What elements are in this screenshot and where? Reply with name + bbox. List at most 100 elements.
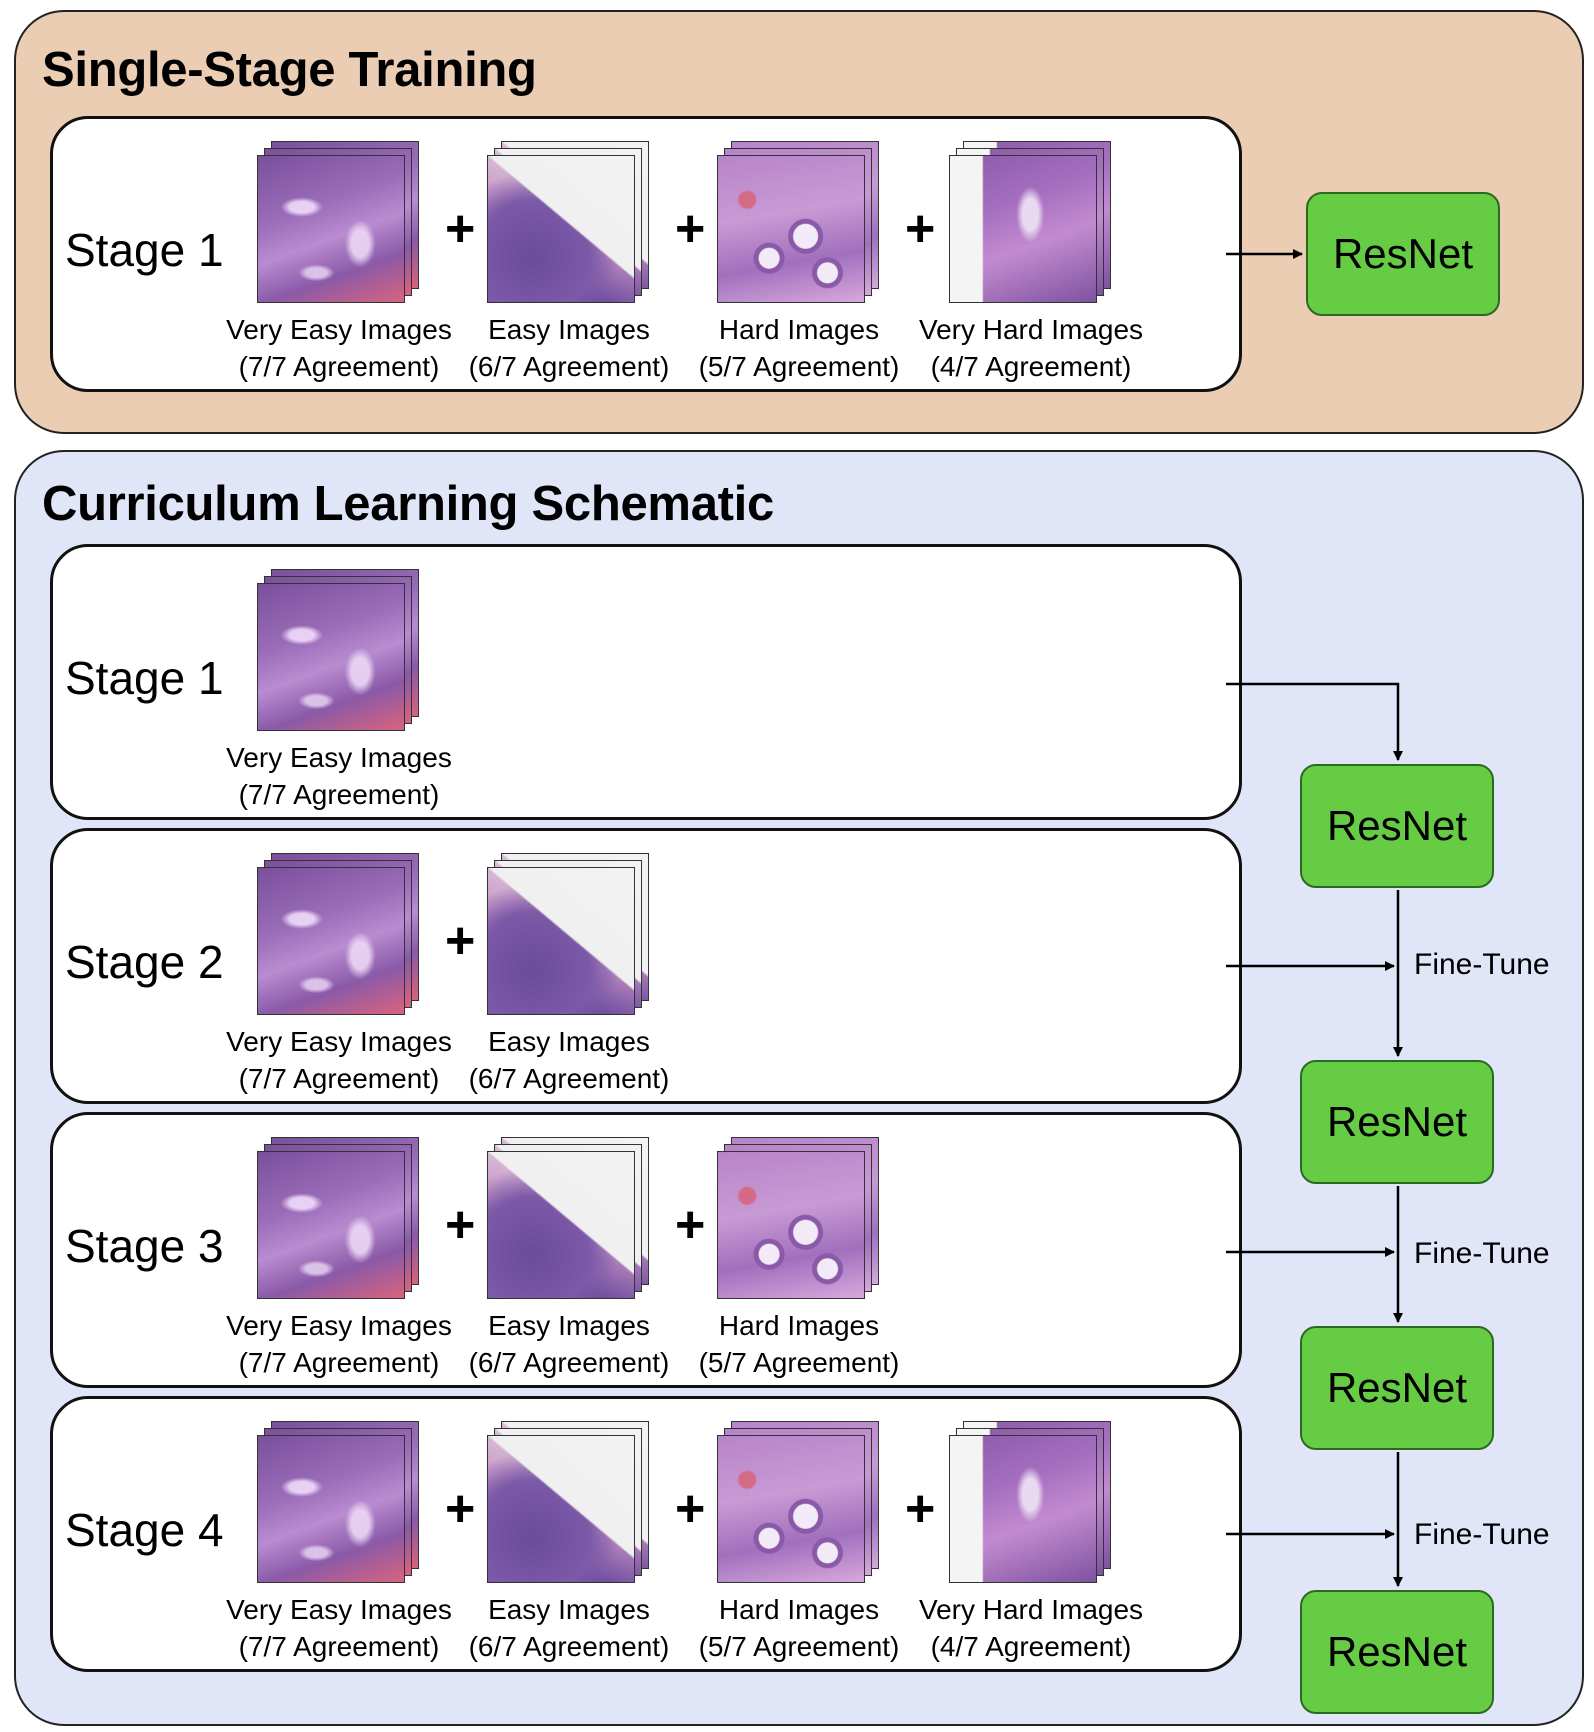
- stage-label: Stage 1: [65, 652, 224, 704]
- caption-agreement: (6/7 Agreement): [468, 1631, 670, 1662]
- image-stack: [949, 141, 1111, 303]
- tissue-image: [257, 867, 405, 1015]
- stage-label: Stage 4: [65, 1504, 224, 1556]
- image-caption: Very Easy Images (7/7 Agreement): [219, 311, 459, 385]
- resnet-model-box-4: ResNet: [1300, 1590, 1494, 1714]
- tissue-image: [949, 1435, 1097, 1583]
- image-stack: [487, 853, 649, 1015]
- caption-name: Hard Images: [718, 314, 880, 345]
- caption-name: Very Easy Images: [226, 742, 452, 773]
- panel-title: Single-Stage Training: [42, 43, 537, 97]
- resnet-model-box-2: ResNet: [1300, 1060, 1494, 1184]
- image-caption: Very Easy Images (7/7 Agreement): [219, 739, 459, 813]
- stage-label: Stage 1: [65, 224, 224, 276]
- image-group-very-easy: Very Easy Images (7/7 Agreement): [219, 1421, 459, 1662]
- image-group-easy: Easy Images (6/7 Agreement): [449, 141, 689, 382]
- tissue-image: [487, 867, 635, 1015]
- image-stack: [949, 1421, 1111, 1583]
- caption-agreement: (7/7 Agreement): [238, 1631, 440, 1662]
- plus-sign: +: [445, 1196, 476, 1254]
- tissue-image: [487, 1151, 635, 1299]
- image-stack: [257, 1421, 419, 1583]
- plus-sign: +: [445, 200, 476, 258]
- image-stack: [717, 1421, 879, 1583]
- image-group-hard: Hard Images (5/7 Agreement): [679, 1421, 919, 1662]
- image-group-very-hard: Very Hard Images (4/7 Agreement): [911, 141, 1151, 382]
- fine-tune-label: Fine-Tune: [1414, 1237, 1550, 1270]
- caption-name: Very Easy Images: [226, 1594, 452, 1625]
- plus-sign: +: [675, 1196, 706, 1254]
- image-stack: [487, 141, 649, 303]
- caption-agreement: (5/7 Agreement): [698, 1347, 900, 1378]
- caption-agreement: (6/7 Agreement): [468, 1063, 670, 1094]
- image-caption: Hard Images (5/7 Agreement): [679, 311, 919, 385]
- tissue-image: [949, 155, 1097, 303]
- tissue-image: [717, 1151, 865, 1299]
- tissue-image: [257, 583, 405, 731]
- caption-name: Easy Images: [488, 314, 650, 345]
- caption-agreement: (6/7 Agreement): [468, 351, 670, 382]
- caption-agreement: (5/7 Agreement): [698, 351, 900, 382]
- caption-agreement: (7/7 Agreement): [238, 351, 440, 382]
- image-caption: Easy Images (6/7 Agreement): [449, 1307, 689, 1381]
- caption-agreement: (7/7 Agreement): [238, 1063, 440, 1094]
- curriculum-panel: Curriculum Learning Schematic Stage 1 Ve…: [14, 450, 1584, 1726]
- image-caption: Easy Images (6/7 Agreement): [449, 1591, 689, 1665]
- tissue-image: [717, 1435, 865, 1583]
- image-stack: [487, 1137, 649, 1299]
- image-stack: [257, 853, 419, 1015]
- image-caption: Very Hard Images (4/7 Agreement): [911, 1591, 1151, 1665]
- plus-sign: +: [905, 1480, 936, 1538]
- resnet-model-box: ResNet: [1306, 192, 1500, 316]
- image-group-easy: Easy Images (6/7 Agreement): [449, 1137, 689, 1378]
- single-stage-panel: Single-Stage Training Stage 1 Very Easy …: [14, 10, 1584, 434]
- fine-tune-label: Fine-Tune: [1414, 948, 1550, 981]
- image-stack: [717, 141, 879, 303]
- image-group-very-easy: Very Easy Images (7/7 Agreement): [219, 1137, 459, 1378]
- caption-agreement: (5/7 Agreement): [698, 1631, 900, 1662]
- caption-name: Hard Images: [718, 1310, 880, 1341]
- image-caption: Hard Images (5/7 Agreement): [679, 1591, 919, 1665]
- plus-sign: +: [445, 1480, 476, 1538]
- image-group-hard: Hard Images (5/7 Agreement): [679, 141, 919, 382]
- stage-label: Stage 3: [65, 1220, 224, 1272]
- caption-name: Easy Images: [488, 1594, 650, 1625]
- fine-tune-label: Fine-Tune: [1414, 1518, 1550, 1551]
- caption-agreement: (7/7 Agreement): [238, 1347, 440, 1378]
- stage-label: Stage 2: [65, 936, 224, 988]
- panel-title: Curriculum Learning Schematic: [42, 477, 774, 531]
- image-stack: [257, 1137, 419, 1299]
- image-group-very-easy: Very Easy Images (7/7 Agreement): [219, 141, 459, 382]
- image-caption: Hard Images (5/7 Agreement): [679, 1307, 919, 1381]
- tissue-image: [257, 1435, 405, 1583]
- resnet-model-box-3: ResNet: [1300, 1326, 1494, 1450]
- image-group-easy: Easy Images (6/7 Agreement): [449, 1421, 689, 1662]
- image-group-very-easy: Very Easy Images (7/7 Agreement): [219, 569, 459, 810]
- caption-agreement: (4/7 Agreement): [930, 351, 1132, 382]
- plus-sign: +: [445, 912, 476, 970]
- curriculum-stage-4-box: Stage 4 Very Easy Images (7/7 Agreement)…: [50, 1396, 1242, 1672]
- tissue-image: [487, 155, 635, 303]
- tissue-image: [257, 1151, 405, 1299]
- curriculum-stage-1-box: Stage 1 Very Easy Images (7/7 Agreement): [50, 544, 1242, 820]
- image-stack: [487, 1421, 649, 1583]
- caption-name: Very Easy Images: [226, 1026, 452, 1057]
- image-stack: [257, 569, 419, 731]
- plus-sign: +: [675, 1480, 706, 1538]
- image-group-very-hard: Very Hard Images (4/7 Agreement): [911, 1421, 1151, 1662]
- plus-sign: +: [905, 200, 936, 258]
- single-stage-box: Stage 1 Very Easy Images (7/7 Agreement)…: [50, 116, 1242, 392]
- caption-name: Very Hard Images: [918, 314, 1144, 345]
- plus-sign: +: [675, 200, 706, 258]
- caption-name: Easy Images: [488, 1026, 650, 1057]
- caption-name: Very Hard Images: [918, 1594, 1144, 1625]
- image-stack: [257, 141, 419, 303]
- caption-name: Very Easy Images: [226, 314, 452, 345]
- curriculum-stage-2-box: Stage 2 Very Easy Images (7/7 Agreement)…: [50, 828, 1242, 1104]
- image-stack: [717, 1137, 879, 1299]
- tissue-image: [257, 155, 405, 303]
- curriculum-stage-3-box: Stage 3 Very Easy Images (7/7 Agreement)…: [50, 1112, 1242, 1388]
- caption-name: Very Easy Images: [226, 1310, 452, 1341]
- image-caption: Very Easy Images (7/7 Agreement): [219, 1023, 459, 1097]
- caption-name: Hard Images: [718, 1594, 880, 1625]
